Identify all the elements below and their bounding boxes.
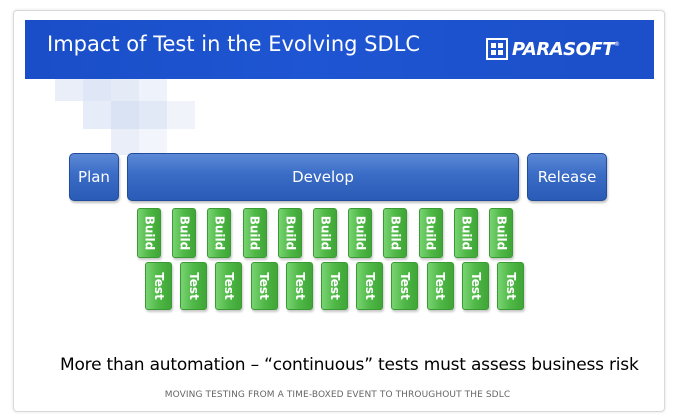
phase-develop: Develop <box>127 153 519 201</box>
build-block: Build <box>489 208 513 258</box>
build-block: Build <box>383 208 408 258</box>
test-label: Test <box>468 272 483 300</box>
test-label: Test <box>327 272 342 300</box>
build-label: Build <box>247 215 262 251</box>
slide-title: Impact of Test in the Evolving SDLC <box>47 32 421 56</box>
caption: MOVING TESTING FROM A TIME-BOXED EVENT T… <box>164 390 511 400</box>
test-label: Test <box>151 272 166 300</box>
tagline: More than automation – “continuous” test… <box>60 355 639 375</box>
test-block: Test <box>391 262 419 310</box>
test-label: Test <box>186 272 201 300</box>
phase-release: Release <box>527 153 607 201</box>
build-block: Build <box>277 208 302 258</box>
test-label: Test <box>257 272 272 300</box>
logo-trademark: ® <box>614 41 620 48</box>
test-block: Test <box>321 262 348 310</box>
build-block: Build <box>242 208 267 258</box>
title-banner: Impact of Test in the Evolving SDLC PARA… <box>25 20 654 79</box>
build-label: Build <box>458 215 473 251</box>
logo-wordmark: PARASOFT <box>511 38 615 60</box>
build-block: Build <box>348 208 373 258</box>
test-block: Test <box>356 262 384 310</box>
build-label: Build <box>142 215 157 251</box>
build-label: Build <box>177 215 192 251</box>
phase-label: Plan <box>78 168 110 186</box>
build-label: Build <box>388 215 403 251</box>
test-label: Test <box>433 272 448 300</box>
phase-plan: Plan <box>69 153 119 201</box>
phase-label: Develop <box>292 168 354 186</box>
build-block: Build <box>418 208 443 258</box>
build-block: Build <box>207 208 232 258</box>
slide: Impact of Test in the Evolving SDLC PARA… <box>25 20 654 368</box>
build-block: Build <box>453 208 478 258</box>
test-label: Test <box>503 272 518 300</box>
test-block: Test <box>497 262 524 310</box>
test-block: Test <box>145 262 172 310</box>
build-block: Build <box>313 208 337 258</box>
build-label: Build <box>494 215 509 251</box>
build-label: Build <box>212 215 227 251</box>
build-label: Build <box>353 215 368 251</box>
build-label: Build <box>318 215 333 251</box>
test-label: Test <box>292 272 307 300</box>
parasoft-logo: PARASOFT ® <box>485 37 620 61</box>
test-block: Test <box>250 262 278 310</box>
parasoft-logo-icon <box>485 38 508 60</box>
phase-label: Release <box>537 168 597 186</box>
build-block: Build <box>172 208 197 258</box>
decorative-squares <box>25 79 245 159</box>
test-block: Test <box>285 262 313 310</box>
build-label: Build <box>282 215 297 251</box>
build-block: Build <box>137 208 161 258</box>
test-block: Test <box>461 262 489 310</box>
test-block: Test <box>215 262 243 310</box>
test-label: Test <box>362 272 377 300</box>
test-label: Test <box>397 272 412 300</box>
test-block: Test <box>180 262 208 310</box>
test-block: Test <box>426 262 454 310</box>
build-label: Build <box>423 215 438 251</box>
test-label: Test <box>221 272 236 300</box>
